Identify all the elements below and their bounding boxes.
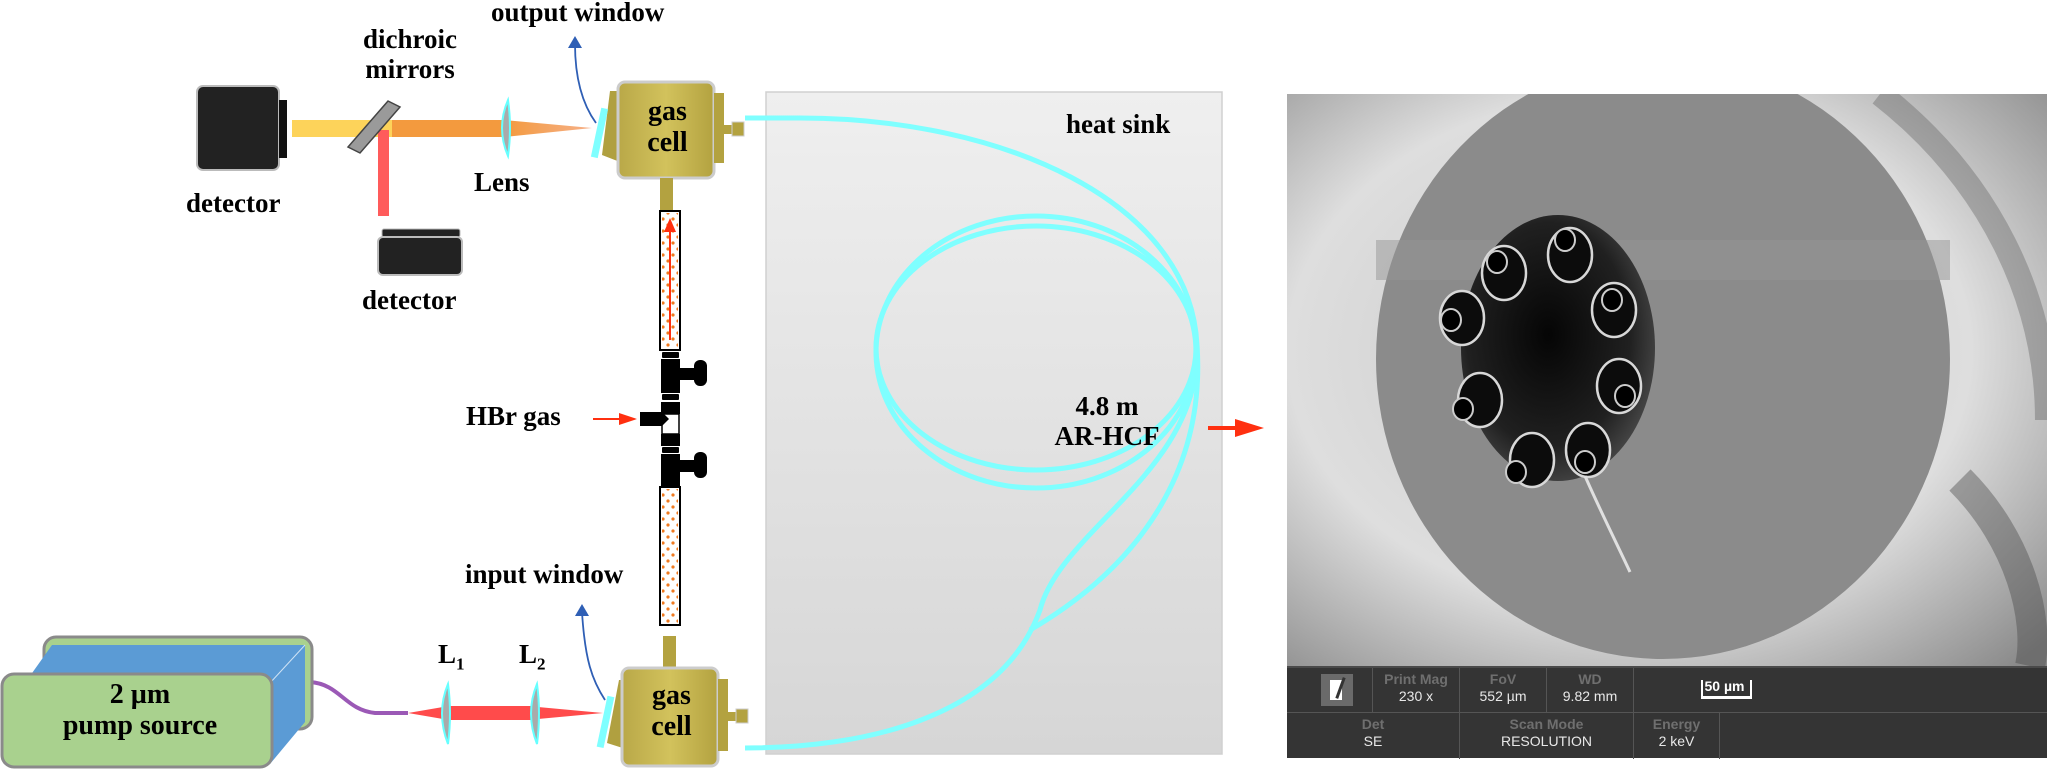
sem-row2: Det SE Scan Mode RESOLUTION Energy 2 keV bbox=[1287, 712, 2047, 759]
detector-top-label: detector bbox=[186, 188, 281, 218]
input-window-arrow-icon bbox=[581, 611, 606, 701]
detector-bottom-label: detector bbox=[362, 285, 457, 315]
l1-sub: 1 bbox=[456, 654, 465, 674]
hollow-core-fiber bbox=[744, 115, 1201, 751]
signal-beam-orange bbox=[392, 120, 504, 137]
sem-image bbox=[1287, 94, 2047, 666]
gas-cell-top-line1: gas bbox=[648, 96, 687, 127]
pump-source-label: 2 µm pump source bbox=[20, 679, 260, 742]
lens-l1-icon bbox=[441, 680, 451, 745]
scale-bar-line bbox=[1701, 680, 1752, 699]
dichroic-label-line2: mirrors bbox=[365, 53, 455, 84]
scale-bar-label: 50 µm bbox=[1704, 678, 1745, 694]
detector-top-icon bbox=[196, 85, 287, 171]
sem-fov: FoV 552 µm bbox=[1460, 668, 1547, 712]
pump-source-icon bbox=[0, 635, 314, 769]
lens-l1-label: L1 bbox=[438, 639, 465, 674]
heat-sink bbox=[765, 91, 1223, 755]
output-window-label: output window bbox=[491, 0, 665, 27]
sem-detector: Det SE bbox=[1287, 713, 1460, 759]
gas-cell-bottom-line1: gas bbox=[652, 680, 691, 711]
fiber-length-label: 4.8 m bbox=[1075, 391, 1139, 421]
reflected-beam-red bbox=[378, 130, 389, 216]
sem-print-mag: Print Mag 230 x bbox=[1373, 668, 1460, 712]
detector-bottom-icon bbox=[377, 228, 463, 276]
lens-l2-icon bbox=[530, 680, 540, 745]
sem-energy: Energy 2 keV bbox=[1634, 713, 1720, 759]
sem-info-bar: Print Mag 230 x FoV 552 µm WD 9.82 mm 50… bbox=[1287, 666, 2047, 759]
input-window-label: input window bbox=[465, 559, 624, 589]
input-window-icon bbox=[596, 695, 615, 749]
hbr-inlet-arrow-icon bbox=[593, 413, 637, 425]
sem-logo-cell bbox=[1287, 668, 1373, 712]
lens-l2-label: L2 bbox=[519, 639, 546, 674]
gas-cell-bottom-line2: cell bbox=[651, 710, 692, 742]
dichroic-mirrors-label: dichroic mirrors bbox=[350, 24, 470, 84]
l1-main: L bbox=[438, 639, 457, 669]
fiber-type-label: AR-HCF bbox=[1054, 420, 1160, 451]
focused-beam-cone bbox=[504, 120, 592, 137]
l2-main: L bbox=[519, 639, 538, 669]
gas-tube-upper bbox=[659, 210, 681, 351]
gas-cell-bottom-icon bbox=[607, 636, 749, 768]
lens-label: Lens bbox=[474, 167, 530, 197]
gas-cell-top-icon bbox=[602, 80, 745, 212]
gas-cell-top-line2: cell bbox=[647, 126, 688, 158]
pump-line2: pump source bbox=[62, 709, 218, 741]
dichroic-mirror-icon bbox=[346, 100, 402, 154]
hbr-gas-label: HBr gas bbox=[466, 401, 561, 431]
pump-delivery-fiber bbox=[309, 680, 408, 715]
gas-cell-bottom-label: gas cell bbox=[624, 680, 719, 743]
sem-scan-mode: Scan Mode RESOLUTION bbox=[1460, 713, 1634, 759]
output-window-arrow-icon bbox=[574, 43, 597, 124]
sem-wd: WD 9.82 mm bbox=[1547, 668, 1634, 712]
valve-assembly-icon bbox=[640, 352, 707, 495]
gas-tube-lower bbox=[659, 486, 681, 626]
arrow-to-sem-icon bbox=[1208, 419, 1264, 437]
heat-sink-label: heat sink bbox=[1066, 109, 1171, 139]
l2-sub: 2 bbox=[537, 654, 546, 674]
fiber-label: 4.8 m AR-HCF bbox=[1042, 391, 1172, 451]
output-window-icon bbox=[590, 107, 609, 159]
pump-line1: 2 µm bbox=[109, 679, 171, 710]
sem-scale-bar: 50 µm bbox=[1634, 668, 2047, 712]
gas-cell-top-label: gas cell bbox=[620, 96, 715, 159]
lens-icon bbox=[501, 96, 511, 160]
dichroic-label-line1: dichroic bbox=[363, 24, 457, 54]
sem-logo-icon bbox=[1321, 674, 1353, 706]
